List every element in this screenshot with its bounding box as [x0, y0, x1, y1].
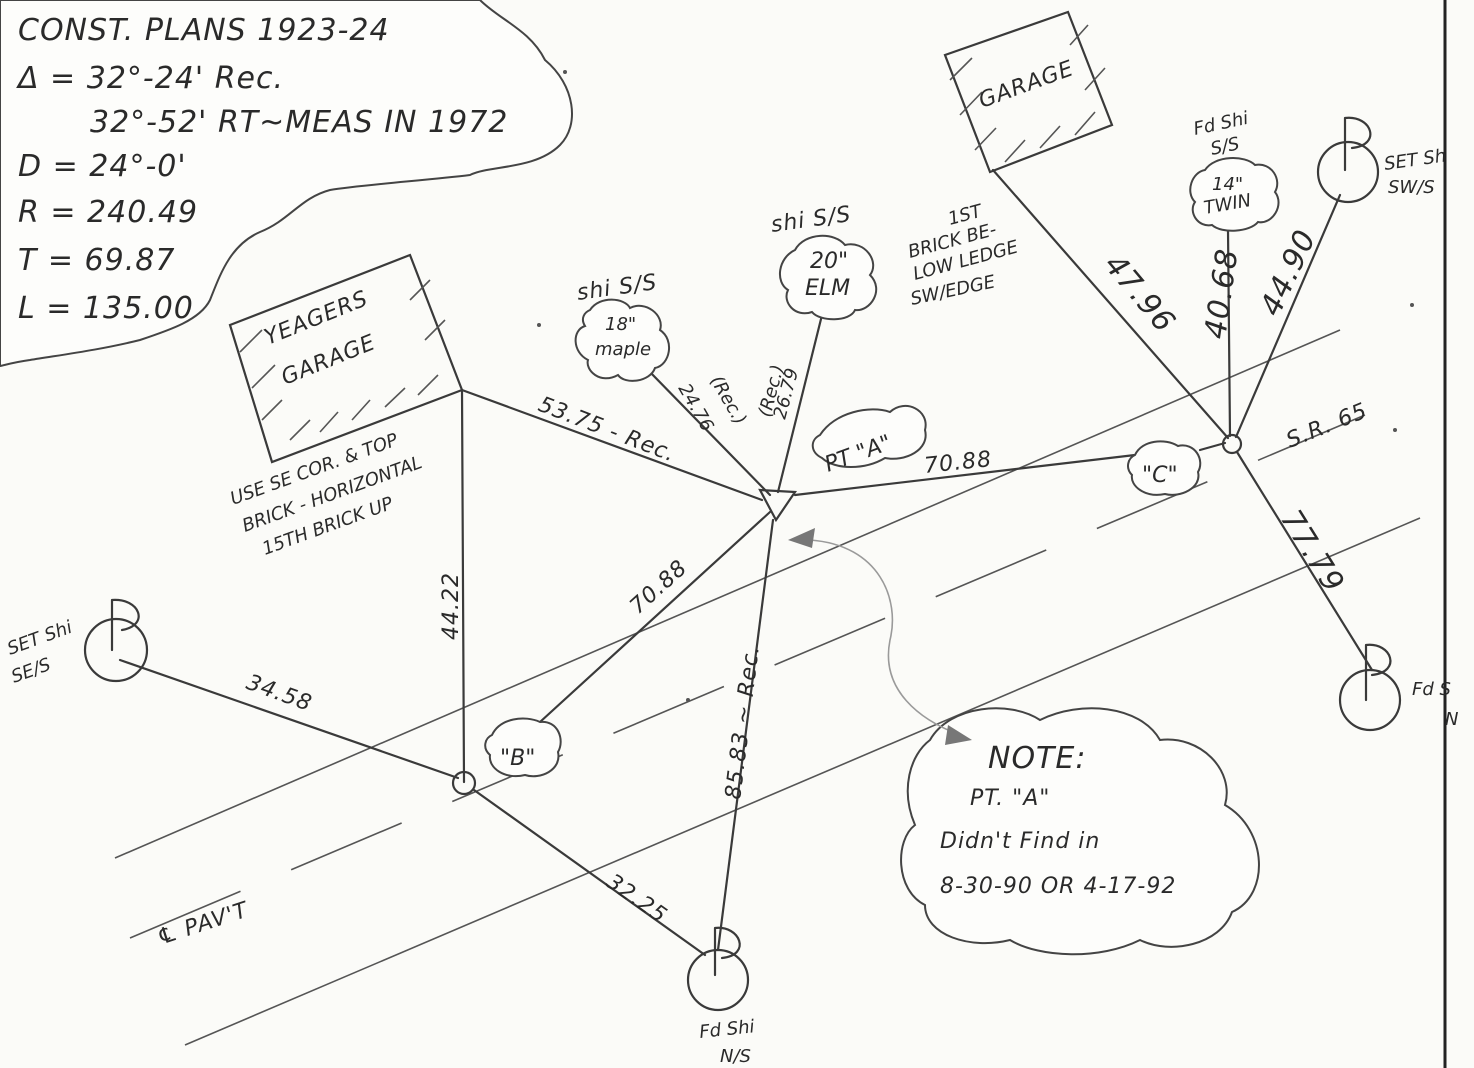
pt-a-marker	[758, 488, 797, 523]
calc-delta-rec: Δ = 32°-24' Rec.	[16, 61, 284, 96]
monument-topright	[1316, 116, 1380, 204]
point-c-marker	[1221, 433, 1243, 455]
elm-size: 20"	[810, 249, 848, 274]
note-line-1: NOTE:	[988, 741, 1086, 776]
right-garage: GARAGE	[943, 10, 1114, 174]
monument-bottom-label-1: Fd Shi	[698, 1016, 755, 1043]
maple-name: maple	[595, 339, 651, 360]
pt-b-cloud	[484, 717, 562, 778]
monument-bottom	[686, 926, 750, 1012]
maple-size: 18"	[605, 314, 636, 335]
calc-l: L = 135.00	[18, 291, 194, 326]
monument-topright-label-2: SW/S	[1388, 177, 1435, 198]
route-label: S.R. 65	[1283, 398, 1371, 453]
pt-c-label: "C"	[1142, 463, 1178, 488]
maple-cloud	[574, 298, 670, 382]
note-arrowhead-bottom	[945, 725, 972, 745]
dist-40-68: 40.68	[1198, 246, 1245, 341]
monument-bottom-label-2: N/S	[720, 1046, 751, 1067]
monument-left-label-1: SET Shi	[5, 617, 75, 660]
calc-t: T = 69.87	[18, 243, 175, 278]
calc-delta-meas: 32°-52' RT~MEAS IN 1972	[90, 105, 508, 140]
calc-r: R = 240.49	[18, 195, 198, 230]
monument-right	[1338, 643, 1402, 732]
twin-size: 14"	[1212, 174, 1243, 195]
dist-44-22: 44.22	[439, 572, 464, 640]
road-lines	[114, 329, 1421, 1046]
dist-77-79: 77.79	[1273, 504, 1351, 600]
right-garage-label: GARAGE	[976, 56, 1078, 113]
twin-header-2: S/S	[1209, 133, 1242, 160]
maple-header: shi S/S	[575, 270, 659, 306]
monument-left-label-2: SE/S	[9, 654, 54, 688]
dist-70-88-diag: 70.88	[625, 555, 692, 619]
survey-lines	[118, 168, 1374, 957]
monument-right-label-1: Fd S	[1412, 679, 1451, 700]
calc-cloud	[0, 0, 573, 368]
monument-right-label-2: N	[1445, 709, 1458, 730]
note-arrowhead-top	[788, 528, 815, 548]
centerline-label: ℄ PAV'T	[154, 898, 252, 951]
dist-53-75: 53.75 - Rec.	[535, 392, 679, 467]
note-line-4: 8-30-90 OR 4-17-92	[940, 874, 1176, 899]
dist-34-58: 34.58	[243, 670, 315, 717]
twin-header-1: Fd Shi	[1192, 108, 1251, 140]
note-line-2: PT. "A"	[970, 786, 1050, 811]
yeagers-garage: YEAGERS GARAGE	[228, 253, 464, 464]
twin-cloud	[1189, 157, 1280, 232]
dist-85-83: 85.83 ~ Rec.	[721, 644, 765, 801]
monument-topright-label-1: SET Sh	[1383, 145, 1448, 174]
dist-32-25: 32.25	[602, 869, 672, 928]
dist-70-88-top: 70.88	[923, 447, 993, 479]
elm-header: shi S/S	[769, 202, 853, 238]
elm-cloud	[779, 234, 878, 321]
calc-title: CONST. PLANS 1923-24	[18, 13, 390, 48]
monument-left	[83, 598, 149, 683]
note-arrow	[809, 539, 961, 736]
point-b-marker	[451, 770, 477, 796]
dist-47-96: 47.96	[1097, 248, 1182, 340]
pt-b-label: "B"	[500, 746, 535, 771]
elm-name: ELM	[805, 276, 850, 301]
dist-44-90: 44.90	[1254, 224, 1324, 321]
note-line-3: Didn't Find in	[940, 829, 1100, 854]
pt-c-cloud	[1127, 440, 1202, 496]
note-cloud	[900, 707, 1260, 956]
pt-a-cloud	[811, 405, 927, 468]
calc-d: D = 24°-0'	[18, 149, 187, 184]
